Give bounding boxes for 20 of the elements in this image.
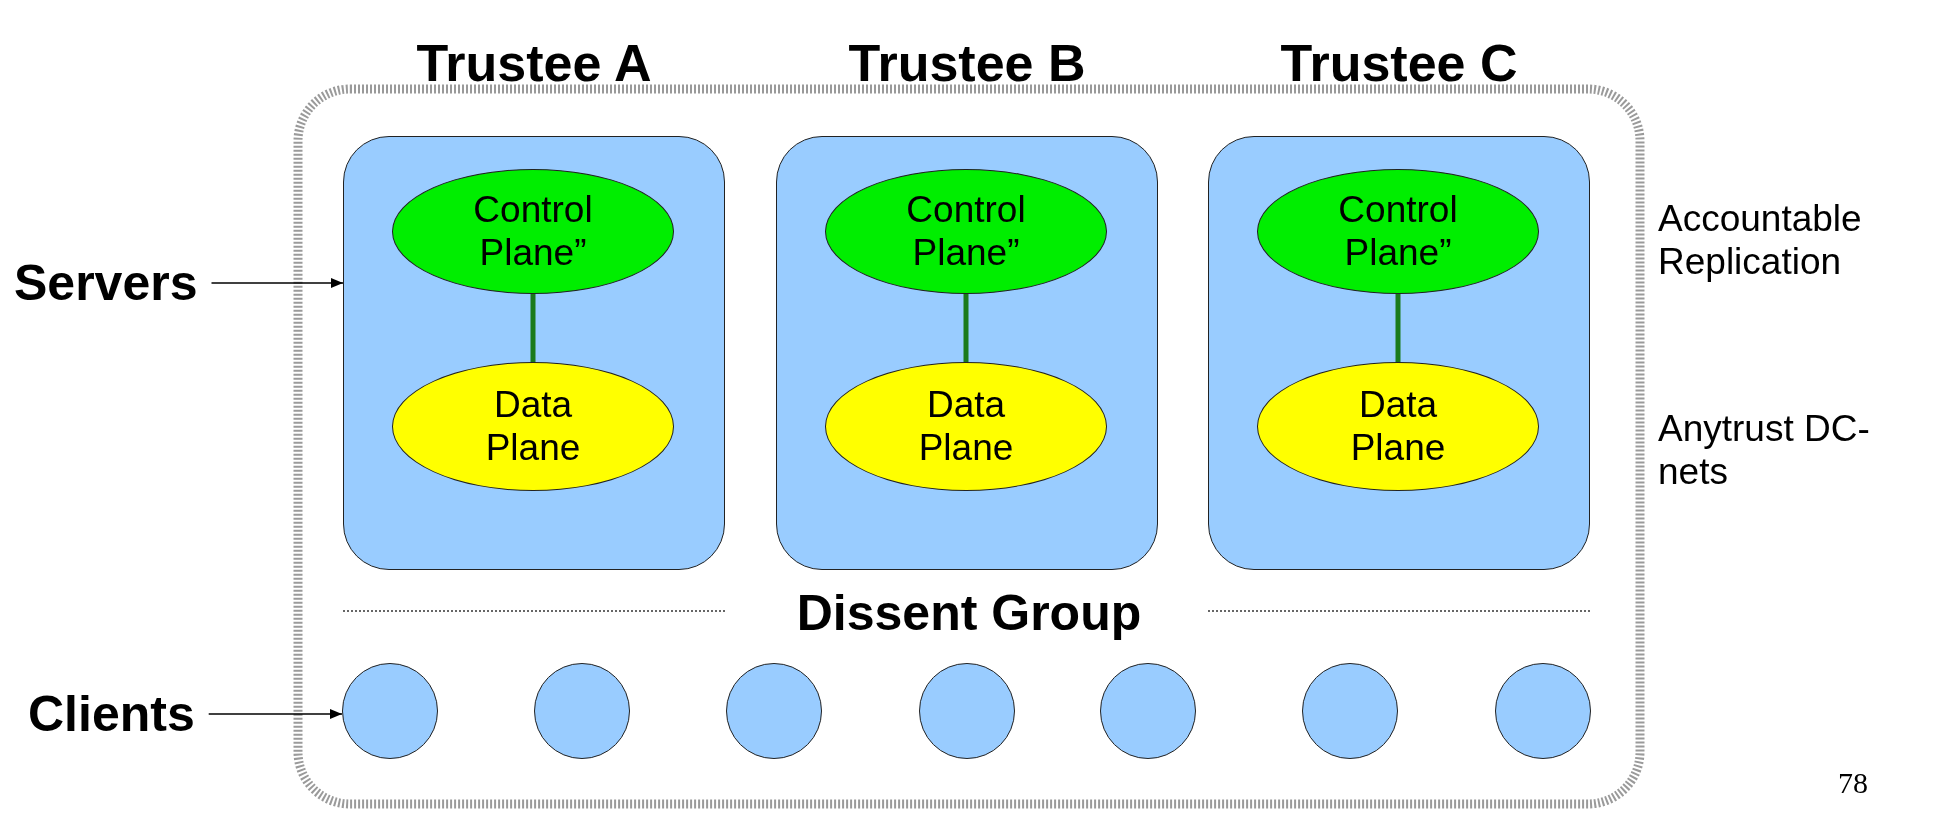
page-number: 78 [1838, 766, 1868, 800]
note-label: Accountable Replication [1658, 198, 1863, 284]
ellipse-label: Data Plane [484, 383, 582, 470]
connector-line [530, 294, 536, 362]
trustee-heading: Trustee B [847, 33, 1087, 93]
connector-line [963, 294, 969, 362]
ellipse-label: Control Plane” [472, 188, 594, 275]
side-label: Clients [28, 685, 195, 743]
connector-line [1395, 294, 1401, 362]
side-label: Servers [14, 254, 198, 312]
ellipse-label: Data Plane [1349, 383, 1447, 470]
trustee-heading: Trustee A [415, 33, 653, 93]
trustee-heading: Trustee C [1279, 33, 1519, 93]
ellipse-label: Control Plane” [1337, 188, 1459, 275]
ellipse-label: Control Plane” [905, 188, 1027, 275]
arrow [210, 278, 344, 288]
note-label: Anytrust DC-nets [1658, 408, 1871, 494]
arrow [207, 709, 343, 719]
ellipse-label: Data Plane [917, 383, 1015, 470]
group-title: Dissent Group [796, 584, 1142, 642]
